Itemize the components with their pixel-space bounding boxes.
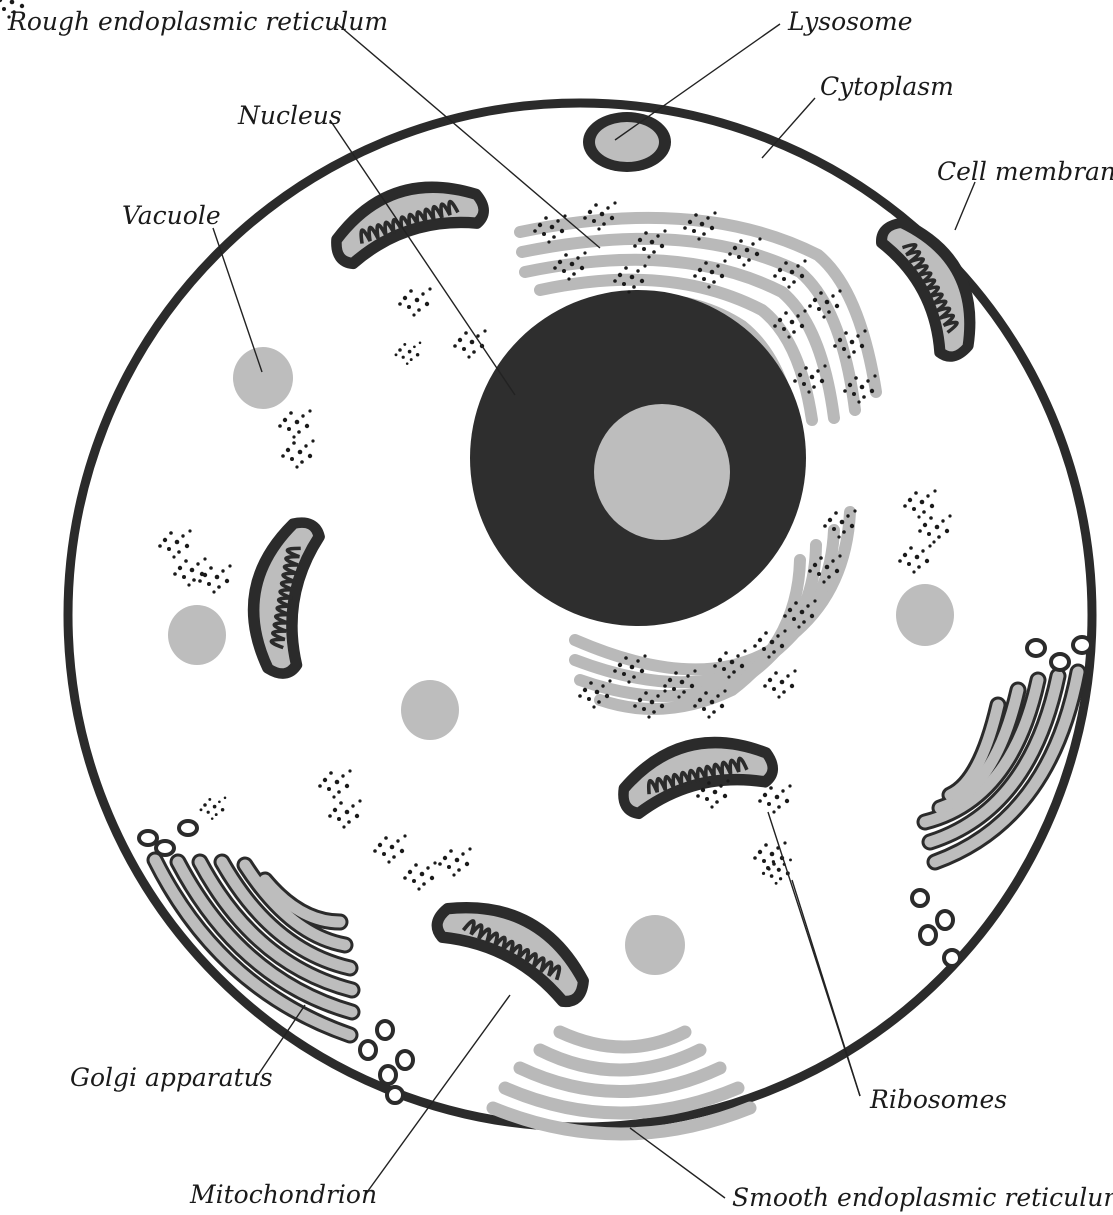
label-cytoplasm: Cytoplasm — [820, 72, 954, 101]
label-lysosome: Lysosome — [787, 7, 913, 36]
label-golgi: Golgi apparatus — [70, 1063, 273, 1092]
leader-smooth-er — [630, 1128, 725, 1198]
vacuole — [233, 347, 293, 409]
label-rough-er: Rough endoplasmic reticulum — [7, 7, 388, 36]
label-cell-membrane: Cell membrane — [937, 157, 1113, 186]
vacuole — [401, 680, 459, 740]
vacuole — [625, 915, 685, 975]
nucleolus — [594, 404, 730, 540]
label-ribosomes: Ribosomes — [869, 1085, 1007, 1114]
label-vacuole: Vacuole — [122, 201, 221, 230]
label-nucleus: Nucleus — [237, 101, 342, 130]
leader-cell-membrane — [955, 182, 975, 230]
label-mitochondrion: Mitochondrion — [189, 1180, 377, 1209]
vacuole — [168, 605, 226, 665]
vacuole — [896, 584, 954, 646]
label-smooth-er: Smooth endoplasmic reticulum — [732, 1183, 1113, 1212]
lysosome — [583, 112, 671, 172]
nucleus — [470, 290, 806, 626]
